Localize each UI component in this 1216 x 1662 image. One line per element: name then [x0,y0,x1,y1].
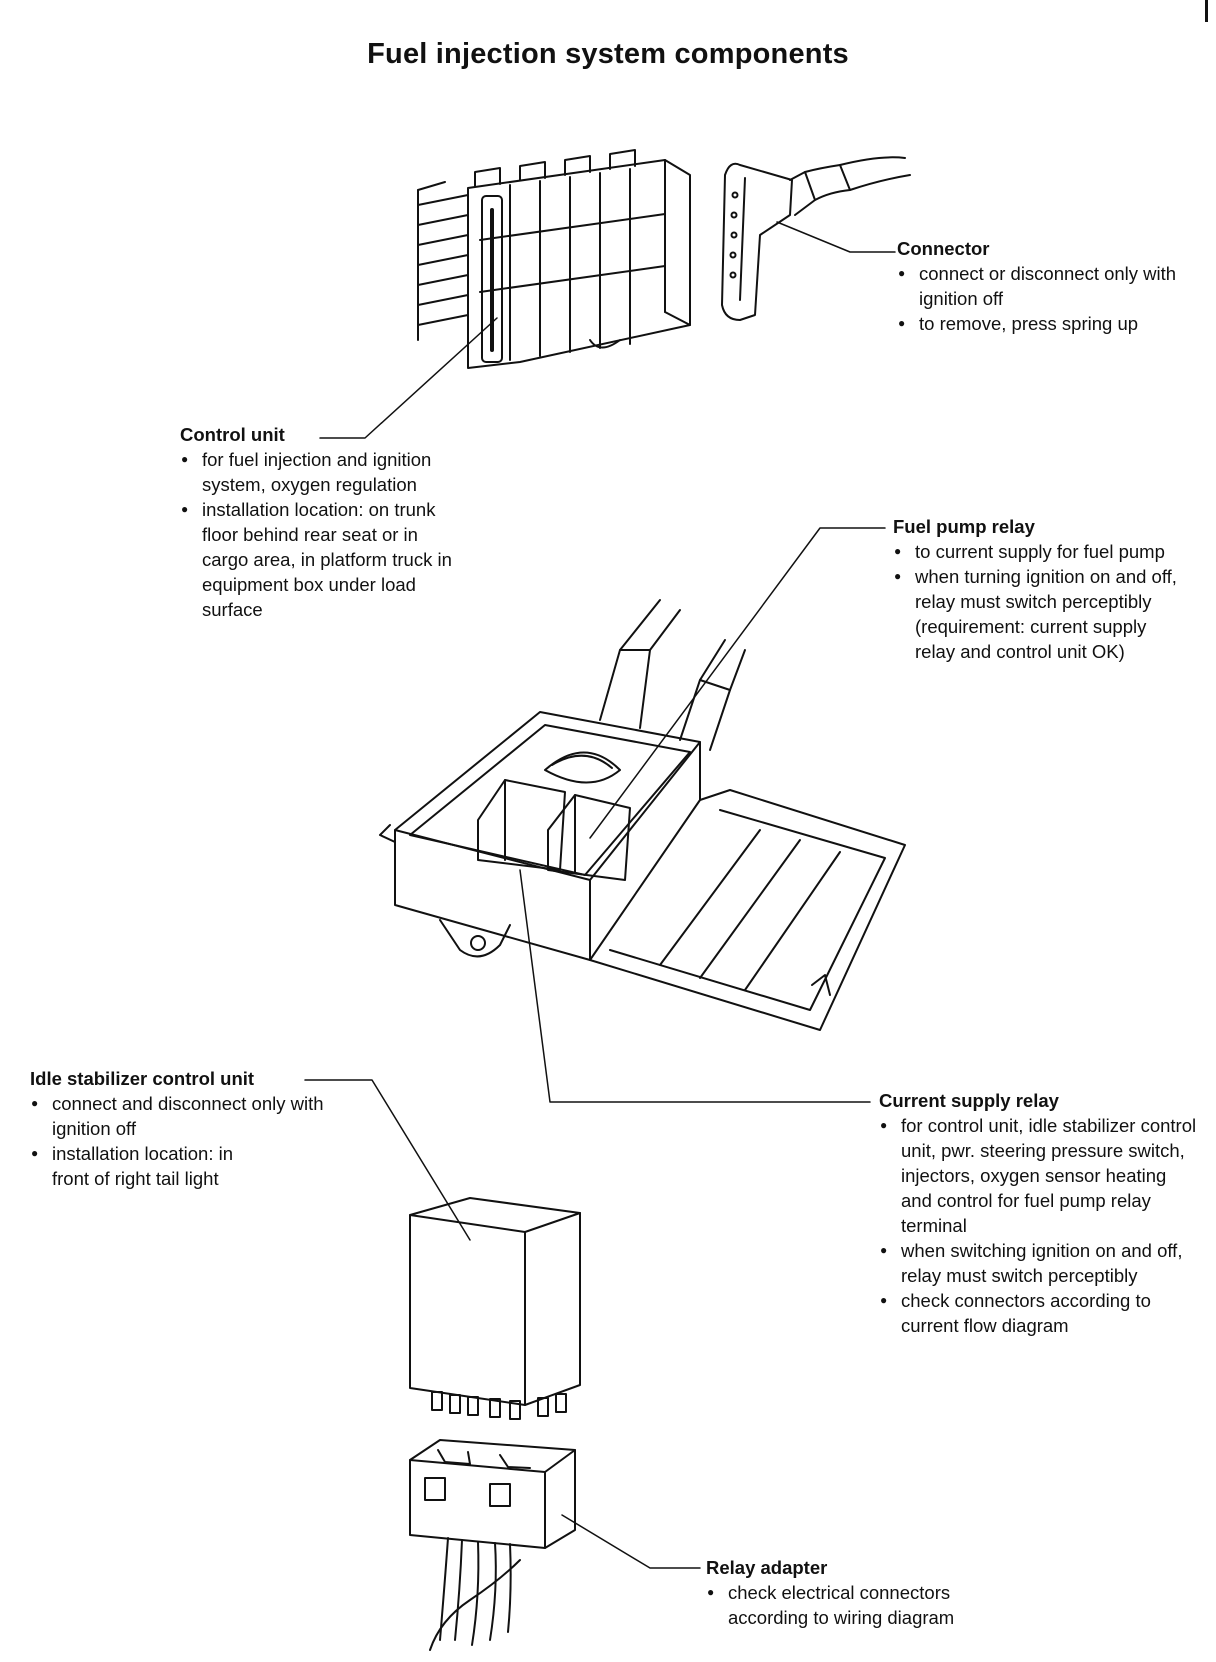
callout-current-supply-relay-title: Current supply relay [879,1090,1059,1111]
callout-connector-title: Connector [897,238,990,259]
connector-illustration [721,156,911,321]
callout-relay-adapter: Relay adapter check electrical connector… [706,1555,966,1630]
callout-relay-adapter-bullet: check electrical connectors according to… [706,1580,966,1630]
callout-fuel-pump-relay: Fuel pump relay to current supply for fu… [893,514,1183,664]
callout-idle-stabilizer-title: Idle stabilizer control unit [30,1068,255,1089]
callout-connector-bullet: to remove, press spring up [897,311,1197,336]
callout-control-unit-list: for fuel injection and ignition system, … [180,447,465,622]
callout-connector-bullet: connect or disconnect only with ignition… [897,261,1197,311]
callout-relay-adapter-list: check electrical connectors according to… [706,1580,966,1630]
fuel-pump-relay-block [547,794,631,881]
callout-fuel-pump-relay-list: to current supply for fuel pump when tur… [893,539,1183,664]
callout-fuel-pump-relay-title: Fuel pump relay [893,516,1035,537]
callout-current-supply-relay-bullet: check connectors according to current fl… [879,1288,1197,1338]
page-title: Fuel injection system components [367,38,849,70]
page-edge-mark [1205,0,1208,22]
callout-idle-stabilizer: Idle stabilizer control unit connect and… [30,1066,350,1191]
control-unit-illustration [417,149,691,369]
callout-control-unit-title: Control unit [180,424,285,445]
callout-current-supply-relay-bullet: for control unit, idle stabilizer contro… [879,1113,1197,1238]
leader-current-supply-relay [519,869,871,1103]
callout-control-unit-bullet: installation location: on trunk floor be… [180,497,465,622]
callout-connector: Connector connect or disconnect only wit… [897,236,1197,336]
callout-current-supply-relay: Current supply relay for control unit, i… [879,1088,1197,1338]
idle-stabilizer-illustration [409,1197,581,1420]
callout-current-supply-relay-bullet: when switching ignition on and off, rela… [879,1238,1197,1288]
callout-relay-adapter-title: Relay adapter [706,1557,828,1578]
callout-control-unit-bullet: for fuel injection and ignition system, … [180,447,465,497]
callout-control-unit: Control unit for fuel injection and igni… [180,422,465,622]
callout-current-supply-relay-list: for control unit, idle stabilizer contro… [879,1113,1197,1338]
callout-fuel-pump-relay-bullet: when turning ignition on and off, relay … [893,564,1183,664]
callout-idle-stabilizer-bullet: connect and disconnect only with ignitio… [30,1091,350,1141]
control-unit-cooling-fins [417,181,469,341]
leader-connector [776,221,896,253]
relay-box-lid [589,789,906,1031]
leader-idle-stabilizer [304,1079,471,1241]
relay-adapter-illustration [409,1439,576,1651]
callout-connector-list: connect or disconnect only with ignition… [897,261,1197,336]
leader-control-unit [319,317,498,439]
callout-fuel-pump-relay-bullet: to current supply for fuel pump [893,539,1183,564]
callout-idle-stabilizer-bullet: installation location: in front of right… [30,1141,252,1191]
leader-fuel-pump-relay [589,527,886,839]
current-supply-relay-block [477,779,566,871]
leader-relay-adapter [561,1514,701,1569]
relay-box-illustration [379,599,906,1031]
leader-lines [304,221,896,1569]
callout-idle-stabilizer-list: connect and disconnect only with ignitio… [30,1091,350,1191]
